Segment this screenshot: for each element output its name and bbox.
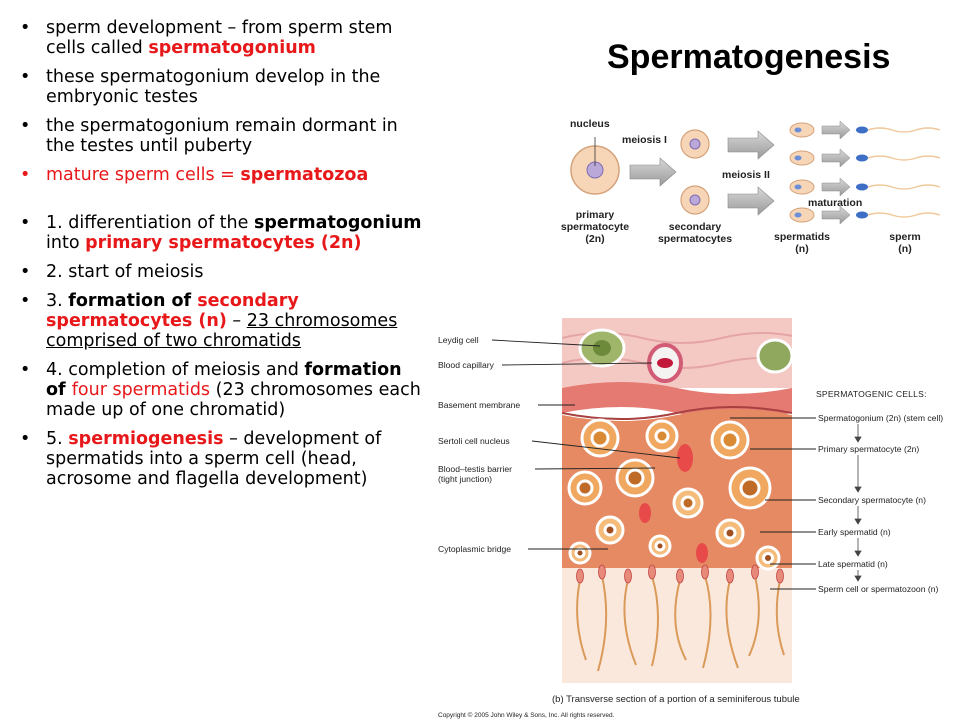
label-leydig-cell: Leydig cell — [438, 335, 479, 345]
label-sperm-cell: Sperm cell or spermatozoon (n) — [818, 584, 938, 594]
label-basement-membrane: Basement membrane — [438, 400, 520, 410]
label-spermatids-2: (n) — [795, 243, 808, 255]
maturation-arrows — [821, 120, 851, 225]
sequence-arrows — [854, 424, 862, 582]
label-spermatogonium: Spermatogonium (2n) (stem cell) — [818, 413, 943, 423]
meiosis-1-arrow — [629, 157, 677, 187]
sertoli-nuclei — [639, 444, 708, 563]
tubule-cells — [567, 418, 781, 571]
label-spermatids: spermatids — [774, 231, 830, 243]
sperm-cells — [867, 127, 941, 218]
label-primary-2: spermatocyte — [561, 221, 629, 233]
spermatids — [789, 122, 815, 223]
label-meiosis-2: meiosis II — [722, 169, 770, 181]
meiosis-2-arrow-bottom — [727, 186, 775, 216]
label-late-spermatid: Late spermatid (n) — [818, 559, 888, 569]
bullet-4: mature sperm cells = spermatozoa — [14, 165, 422, 185]
seminiferous-tubule-section: Leydig cell Blood capillary Basement mem… — [438, 318, 943, 719]
secondary-spermatocyte-cells — [680, 129, 710, 215]
bullet-9: 5. spermiogenesis – development of sperm… — [14, 429, 422, 489]
figure-caption: (b) Transverse section of a portion of a… — [552, 694, 800, 705]
primary-spermatocyte-cell — [570, 137, 620, 195]
label-secondary: secondary — [669, 221, 722, 233]
label-sperm-2: (n) — [898, 243, 911, 255]
label-primary-spermatocyte: Primary spermatocyte (2n) — [818, 444, 919, 454]
bullet-8: 4. completion of meiosis and formation o… — [14, 360, 422, 420]
sperm-heads — [856, 126, 868, 219]
label-sertoli-nucleus: Sertoli cell nucleus — [438, 436, 510, 446]
bullet-2: these spermatogonium develop in the embr… — [14, 67, 422, 107]
label-sperm: sperm — [889, 231, 921, 243]
label-secondary-2: spermatocytes — [658, 233, 732, 245]
label-cytoplasmic-bridge: Cytoplasmic bridge — [438, 544, 511, 554]
bullet-7: 3. formation of secondary spermatocytes … — [14, 291, 422, 351]
label-primary-3: (2n) — [585, 233, 604, 245]
bullet-5: 1. differentiation of the spermatogonium… — [14, 213, 422, 253]
label-maturation: maturation — [808, 197, 862, 209]
left-leader-lines — [491, 339, 681, 550]
bullet-3: the spermatogonium remain dormant in the… — [14, 116, 422, 156]
label-primary: primary — [576, 209, 615, 221]
meiosis-2-arrow-top — [727, 130, 775, 160]
bullet-1: sperm development – from sperm stem cell… — [14, 18, 422, 58]
copyright-notice: Copyright © 2005 John Wiley & Sons, Inc.… — [438, 711, 615, 719]
label-blood-testis-barrier: Blood–testis barrier — [438, 464, 512, 474]
meiosis-diagram: nucleus meiosis I meiosis II maturation … — [561, 118, 941, 255]
right-leader-lines — [730, 417, 816, 590]
sperm-tails — [576, 575, 785, 672]
label-nucleus: nucleus — [570, 118, 610, 130]
label-blood-capillary: Blood capillary — [438, 360, 495, 370]
label-meiosis-1: meiosis I — [622, 134, 667, 146]
slide-title: Spermatogenesis — [607, 38, 891, 76]
label-tight-junction: (tight junction) — [438, 474, 492, 484]
bullet-6: 2. start of meiosis — [14, 262, 422, 282]
sperm-heads-histology — [576, 564, 784, 584]
label-early-spermatid: Early spermatid (n) — [818, 527, 891, 537]
spermatogenic-cells-header: SPERMATOGENIC CELLS: — [816, 389, 927, 399]
bullet-list: sperm development – from sperm stem cell… — [14, 18, 422, 498]
label-secondary-spermatocyte: Secondary spermatocyte (n) — [818, 495, 926, 505]
